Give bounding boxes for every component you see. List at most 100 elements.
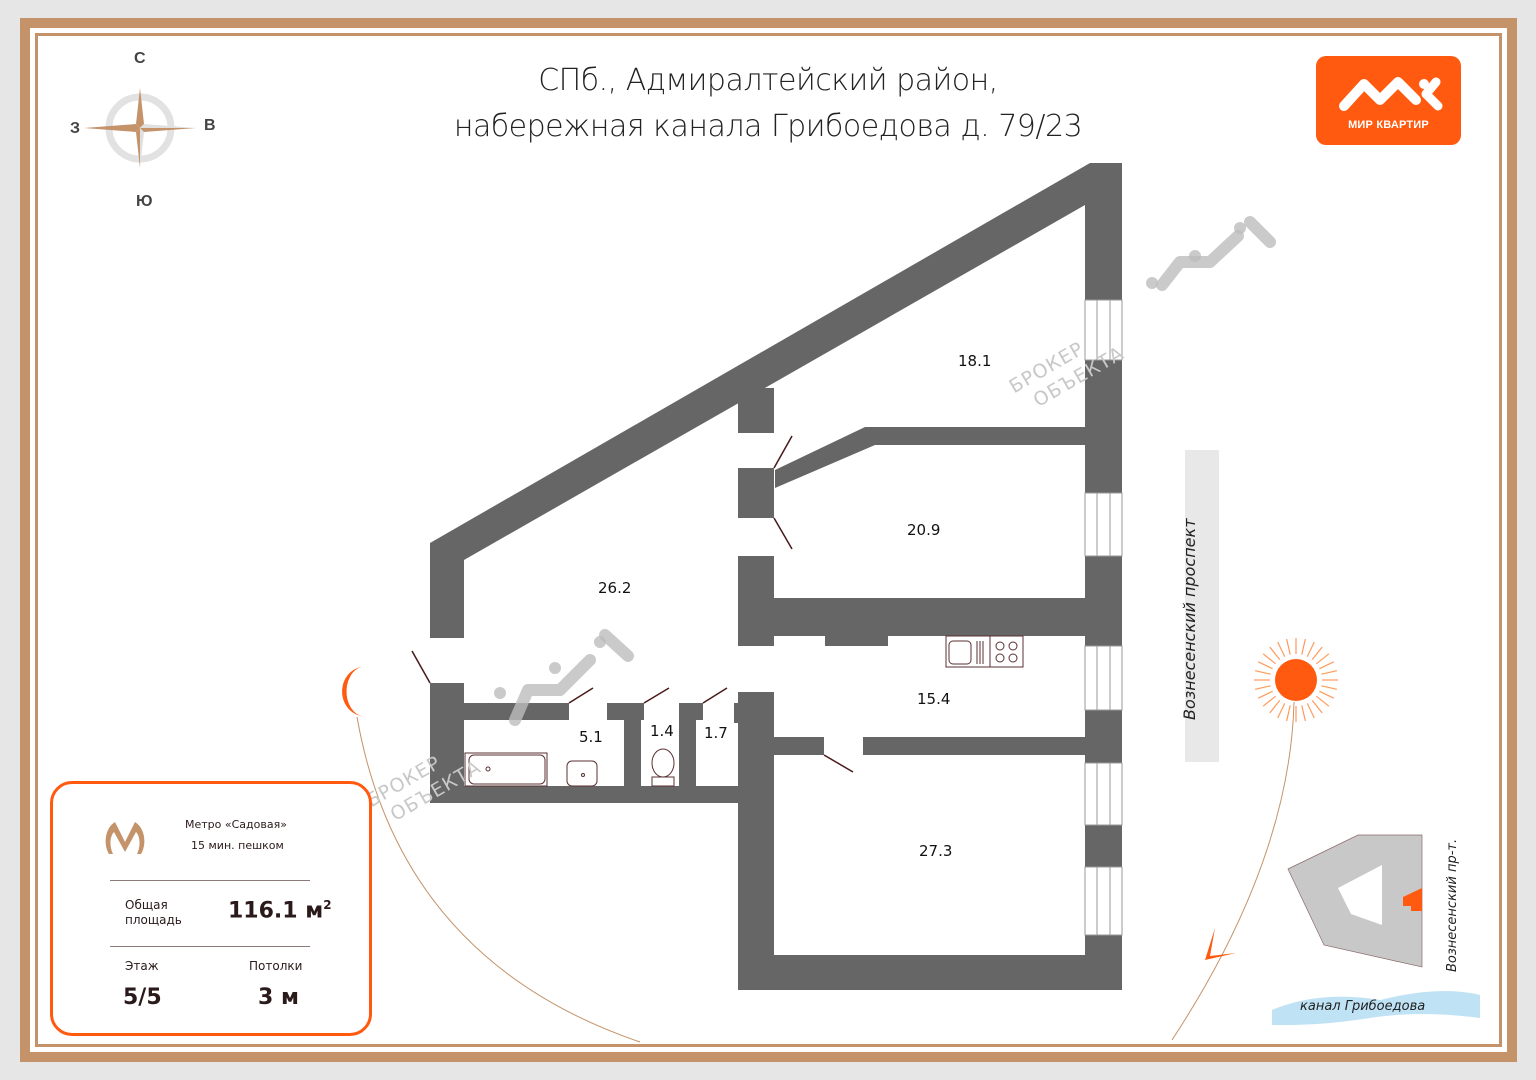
ceiling-label: Потолки bbox=[249, 959, 303, 973]
location-map bbox=[1272, 834, 1480, 1026]
sun-ray bbox=[1254, 670, 1271, 675]
door bbox=[643, 687, 670, 704]
room-area-label: 18.1 bbox=[958, 352, 992, 370]
window-mullions bbox=[1096, 300, 1111, 935]
watermark-logo-icon bbox=[599, 629, 634, 662]
watermark-logo-icon bbox=[509, 654, 596, 726]
moon-icon bbox=[342, 667, 367, 717]
page-frame bbox=[20, 18, 1517, 1062]
total-area-number: 116.1 м bbox=[228, 898, 324, 924]
room-area-label: 15.4 bbox=[917, 690, 951, 708]
sun-ray bbox=[1321, 670, 1338, 675]
mk-logo-icon bbox=[1339, 77, 1443, 111]
brand-logo-text: МИР КВАРТИР bbox=[1348, 119, 1429, 131]
metro-icon bbox=[105, 822, 145, 854]
sun-ray bbox=[1277, 703, 1286, 719]
sun-ray bbox=[1306, 703, 1315, 719]
sun-ray bbox=[1311, 646, 1323, 661]
wall-27-bottom bbox=[738, 955, 1122, 990]
wall-right-2 bbox=[1085, 556, 1122, 646]
sun-ray bbox=[1311, 699, 1323, 714]
sun-ray bbox=[1315, 653, 1330, 665]
ceiling-value: 3 м bbox=[258, 985, 299, 1010]
street-label-avenue: Вознесенский проспект bbox=[1180, 518, 1199, 720]
wall-pier-1 bbox=[738, 388, 774, 433]
windows bbox=[1084, 299, 1123, 936]
room-area-label: 26.2 bbox=[598, 579, 632, 597]
watermark-logo-icon bbox=[1244, 216, 1276, 248]
floor-label: Этаж bbox=[125, 959, 159, 973]
compass-north-label: С bbox=[134, 50, 146, 67]
wall-kitchen-27b bbox=[863, 737, 1085, 755]
wall-vertical-mid bbox=[738, 556, 774, 646]
map-courtyard bbox=[1338, 865, 1382, 925]
compass-south-label: Ю bbox=[136, 193, 153, 210]
address-line-1: СПб., Адмиралтейский район, bbox=[538, 63, 998, 98]
sun-icon bbox=[1254, 638, 1338, 722]
sun-path-arc bbox=[356, 716, 641, 1043]
room-area-label: 1.4 bbox=[650, 722, 674, 740]
sun-ray bbox=[1277, 641, 1286, 657]
wall-20-kitchen bbox=[774, 598, 1085, 636]
total-area-label-line: Общая bbox=[125, 898, 168, 912]
canal-water bbox=[1272, 991, 1480, 1026]
sun-ray bbox=[1321, 685, 1338, 690]
toilet-icon bbox=[651, 748, 675, 787]
sun-ray bbox=[1315, 695, 1330, 707]
compass-rose-icon bbox=[84, 88, 196, 168]
info-divider bbox=[110, 946, 310, 947]
sun-ray bbox=[1301, 638, 1306, 655]
window bbox=[1084, 866, 1123, 936]
sun-path-arc bbox=[1171, 701, 1295, 1041]
total-area-unit-sup: 2 bbox=[323, 898, 332, 912]
info-divider bbox=[110, 880, 310, 881]
door bbox=[773, 435, 793, 469]
avenue-road bbox=[1185, 450, 1219, 762]
info-card: Метро «Садовая» 15 мин. пешком Общая пло… bbox=[50, 781, 372, 1036]
kitchen-sink-icon bbox=[945, 635, 991, 668]
watermark-logo-icon bbox=[1156, 230, 1244, 291]
metro-name: Метро «Садовая» bbox=[185, 818, 287, 831]
wall-kitchen-notch bbox=[825, 636, 888, 646]
metro-time: 15 мин. пешком bbox=[191, 839, 284, 852]
sun-ray bbox=[1306, 641, 1315, 657]
compass-east-label: В bbox=[204, 117, 216, 134]
window bbox=[1084, 645, 1123, 711]
wall-wc-left bbox=[624, 703, 641, 803]
wall-18-20 bbox=[775, 427, 1085, 488]
walls bbox=[430, 163, 1122, 990]
sun-ray bbox=[1319, 661, 1335, 670]
sun-ray bbox=[1286, 705, 1291, 722]
wall-right-1 bbox=[1085, 360, 1122, 493]
total-area-label-line: площадь bbox=[125, 913, 182, 927]
window bbox=[1084, 299, 1123, 361]
page-frame-inner bbox=[30, 28, 1507, 1052]
door bbox=[702, 687, 728, 704]
wall-pier-2 bbox=[738, 468, 774, 518]
door bbox=[568, 687, 594, 704]
sun-ray bbox=[1319, 690, 1335, 699]
total-area-label: Общая площадь bbox=[125, 898, 182, 928]
fixtures bbox=[464, 635, 1024, 787]
room-area-label: 1.7 bbox=[704, 724, 728, 742]
total-area-value: 116.1 м2 bbox=[228, 898, 332, 923]
room-area-label: 5.1 bbox=[579, 728, 603, 746]
wall-bath-left bbox=[430, 683, 464, 803]
brand-logo: МИР КВАРТИР bbox=[1316, 56, 1461, 145]
compass-west-label: З bbox=[70, 120, 81, 137]
direction-arrow-icon bbox=[1205, 928, 1236, 960]
watermark-dots bbox=[494, 222, 1246, 699]
wall-diagonal bbox=[430, 163, 1122, 638]
wall-closet-left bbox=[679, 703, 696, 803]
sun-ray bbox=[1262, 653, 1277, 665]
map-marker bbox=[1403, 888, 1422, 911]
street-label-canal: канал Грибоедова bbox=[1300, 999, 1426, 1014]
door bbox=[773, 517, 793, 550]
sun-ray bbox=[1254, 685, 1271, 690]
sun-ray bbox=[1257, 661, 1273, 670]
wall-closet-right bbox=[734, 703, 748, 723]
stove-icon bbox=[989, 635, 1024, 668]
room-area-label: 27.3 bbox=[919, 842, 953, 860]
address-line-2: набережная канала Грибоедова д. 79/23 bbox=[453, 109, 1083, 144]
